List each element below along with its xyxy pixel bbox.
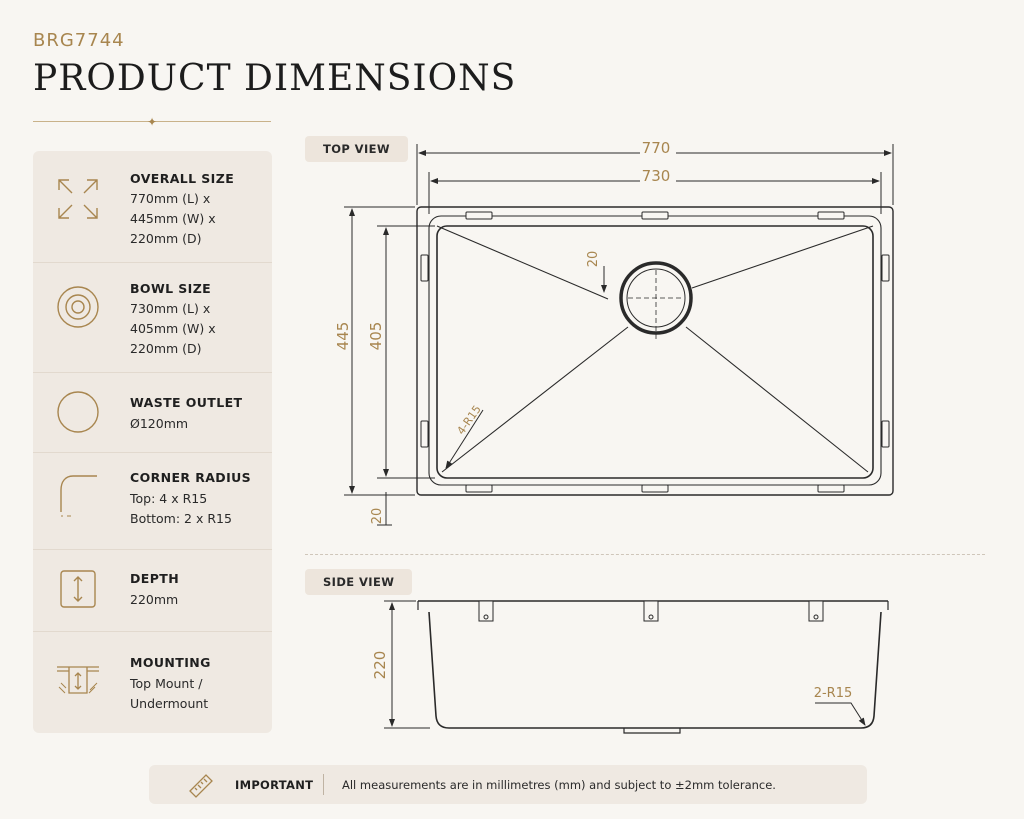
note-label: IMPORTANT bbox=[235, 778, 314, 792]
spec-label: OVERALL SIZE bbox=[130, 171, 235, 186]
dim-overall-width: 445 bbox=[334, 322, 352, 351]
spec-label: CORNER RADIUS bbox=[130, 470, 252, 485]
dim-bottom-offset: 20 bbox=[370, 508, 385, 525]
side-view-label: SIDE VIEW bbox=[305, 569, 413, 595]
page-title: PRODUCT DIMENSIONS bbox=[33, 58, 517, 99]
dim-waste-offset: 20 bbox=[586, 251, 601, 268]
depth-arrow-icon bbox=[60, 570, 96, 608]
spec-label: MOUNTING bbox=[130, 655, 211, 670]
concentric-circles-icon bbox=[57, 286, 99, 328]
spec-label: BOWL SIZE bbox=[130, 281, 212, 296]
mounting-icon bbox=[57, 666, 99, 694]
expand-arrows-icon bbox=[58, 179, 98, 219]
dim-overall-length: 770 bbox=[642, 139, 671, 157]
dim-bottom-radius: 2-R15 bbox=[814, 686, 853, 701]
diamond-ornament-icon: ✦ bbox=[147, 115, 158, 129]
circle-icon bbox=[57, 391, 99, 433]
product-code: BRG7744 bbox=[33, 30, 125, 51]
spec-waste-outlet: WASTE OUTLET Ø120mm bbox=[33, 372, 272, 453]
important-note: IMPORTANT All measurements are in millim… bbox=[149, 765, 867, 804]
spec-depth: DEPTH 220mm bbox=[33, 549, 272, 632]
dimension-lines bbox=[344, 144, 894, 526]
ruler-icon bbox=[189, 774, 213, 798]
view-divider bbox=[305, 554, 985, 555]
dim-bowl-width: 405 bbox=[367, 322, 385, 351]
mounting-clips bbox=[420, 211, 890, 493]
spec-value: 220mm bbox=[130, 592, 179, 607]
title-underline bbox=[33, 121, 271, 122]
spec-value: Top Mount /Undermount bbox=[130, 676, 209, 711]
side-clips bbox=[478, 600, 824, 622]
corner-radius-icon bbox=[60, 475, 97, 517]
dim-bowl-length: 730 bbox=[642, 167, 671, 185]
top-view-drawing bbox=[416, 206, 894, 496]
spec-label: DEPTH bbox=[130, 571, 180, 586]
spec-mounting: MOUNTING Top Mount /Undermount bbox=[33, 631, 272, 733]
note-text: All measurements are in millimetres (mm)… bbox=[342, 778, 776, 792]
top-view-label: TOP VIEW bbox=[305, 136, 408, 162]
note-separator bbox=[323, 774, 324, 795]
dim-depth: 220 bbox=[371, 651, 389, 680]
spec-label: WASTE OUTLET bbox=[130, 395, 243, 410]
spec-value: Ø120mm bbox=[130, 416, 189, 431]
